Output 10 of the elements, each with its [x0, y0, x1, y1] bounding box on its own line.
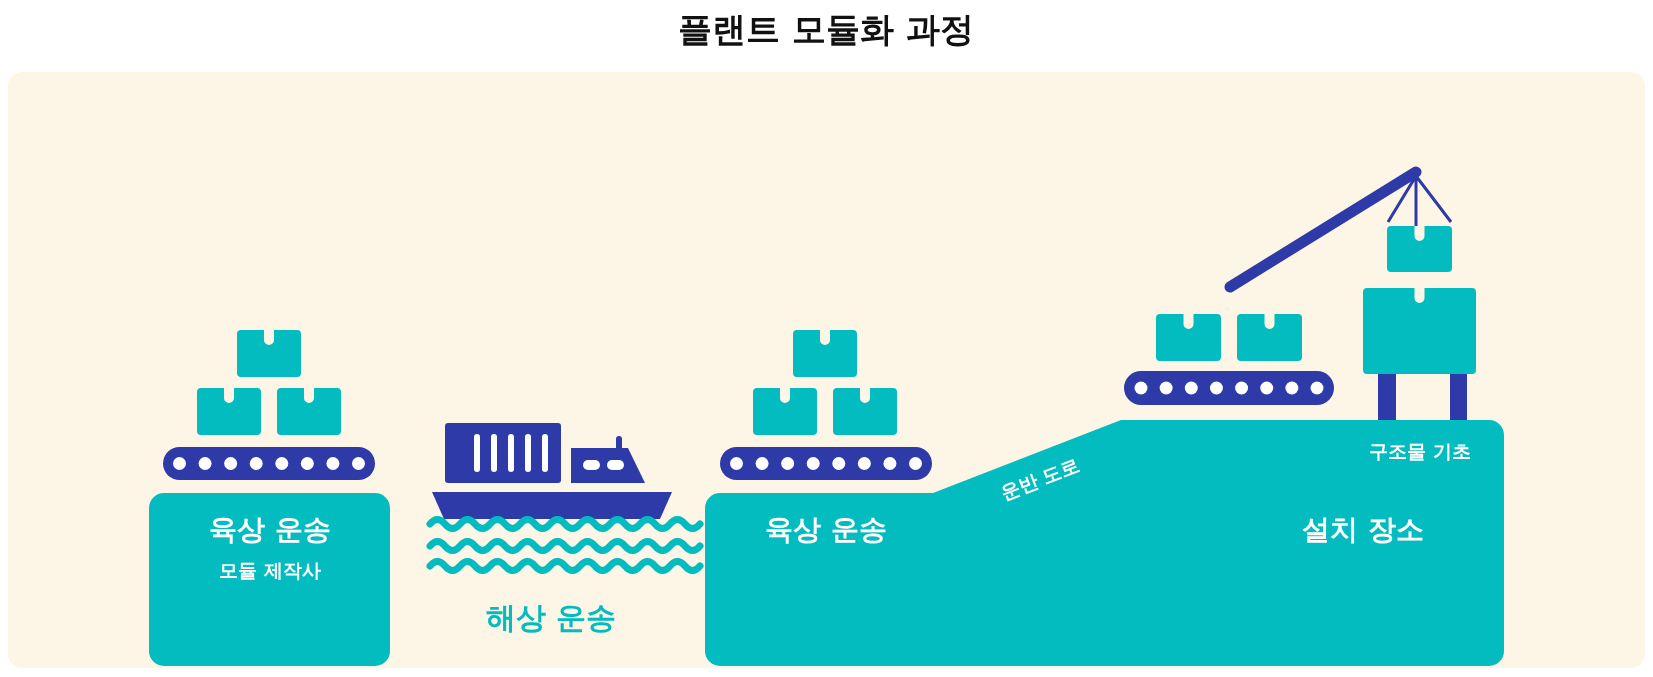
node-label: 육상 운송: [209, 514, 331, 546]
land-platform: [149, 493, 390, 666]
node-label: 설치 장소: [1302, 514, 1424, 546]
node-label: 모듈 제작사: [219, 559, 321, 581]
sea-transport-label: 해상 운송: [486, 600, 617, 634]
road-label: 운반 도로: [997, 454, 1083, 504]
node-label: 육상 운송: [765, 514, 887, 546]
land-platform: [705, 493, 933, 666]
title: 플랜트 모듈화 과정: [678, 11, 974, 49]
node-label: 구조물 기초: [1369, 440, 1471, 462]
